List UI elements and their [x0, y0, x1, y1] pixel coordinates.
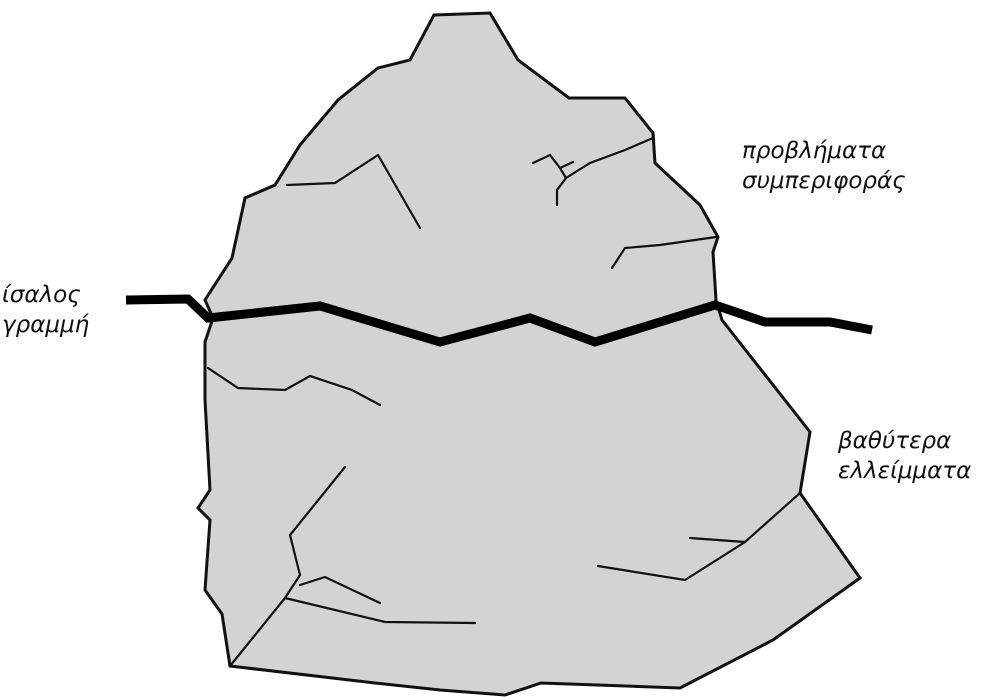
label-line: γραμμή	[2, 310, 89, 340]
label-behavior-problems: προβλήματα συμπεριφοράς	[742, 136, 906, 196]
label-deeper-deficits: βαθύτερα ελλείμματα	[838, 426, 971, 486]
label-line: ελλείμματα	[838, 456, 971, 486]
label-waterline: ίσαλος γραμμή	[2, 280, 89, 340]
label-line: συμπεριφοράς	[742, 166, 906, 196]
label-line: προβλήματα	[742, 136, 906, 166]
label-line: ίσαλος	[2, 280, 89, 310]
iceberg-shape	[198, 13, 860, 695]
label-line: βαθύτερα	[838, 426, 971, 456]
